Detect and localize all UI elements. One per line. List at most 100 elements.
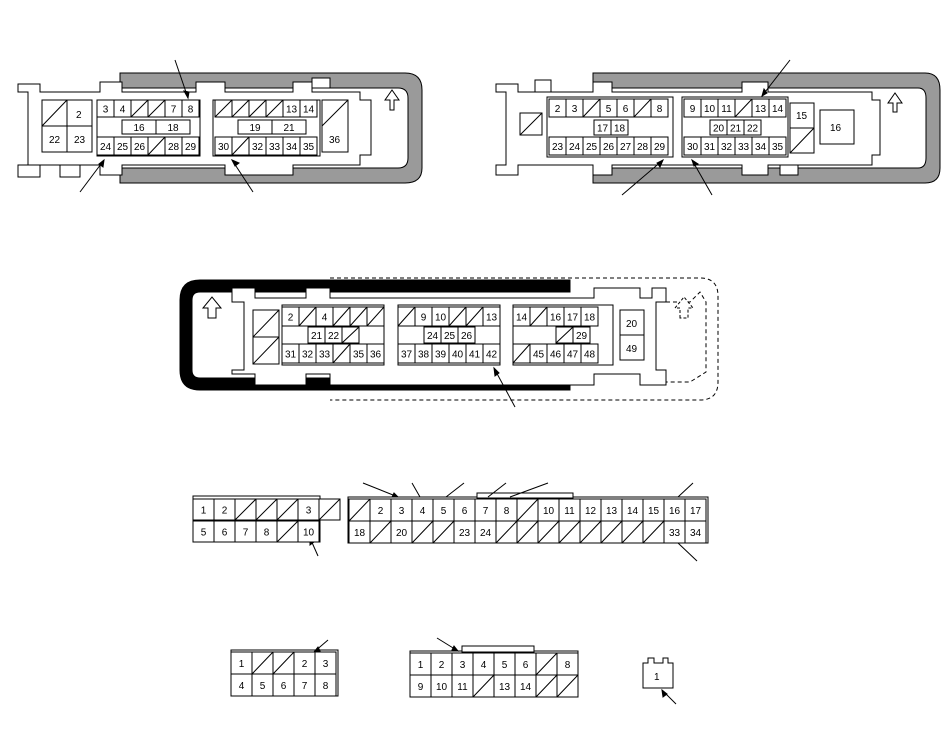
pin-label: 22 bbox=[49, 135, 61, 146]
empty-cavity-mark bbox=[265, 99, 284, 118]
pin-label: 35 bbox=[353, 350, 365, 361]
pin-label: 42 bbox=[486, 350, 498, 361]
pin-label: 7 bbox=[302, 681, 308, 692]
pin-label: 6 bbox=[623, 104, 629, 115]
pin-label: 2 bbox=[439, 660, 445, 671]
empty-cavity-mark bbox=[318, 498, 341, 521]
pin-label: 47 bbox=[567, 350, 579, 361]
empty-cavity-mark bbox=[349, 306, 368, 327]
pin-label: 24 bbox=[480, 528, 492, 539]
pin-label: 1 bbox=[239, 659, 245, 670]
pin-label: 20 bbox=[626, 319, 638, 330]
pin-label: 17 bbox=[690, 506, 702, 517]
pin-label: 5 bbox=[260, 681, 266, 692]
pin-label: 22 bbox=[328, 331, 340, 342]
pin-label: 8 bbox=[657, 104, 663, 115]
pin-label: 10 bbox=[435, 313, 447, 324]
empty-cavity-mark bbox=[341, 326, 360, 344]
pin-label: 2 bbox=[76, 110, 82, 121]
empty-cavity-mark bbox=[465, 306, 484, 327]
pin-label: 4 bbox=[322, 313, 328, 324]
pin-label: 23 bbox=[459, 528, 471, 539]
pin-cavity bbox=[314, 673, 337, 697]
pin-label: 33 bbox=[669, 528, 681, 539]
pin-label: 6 bbox=[523, 660, 529, 671]
pin-label: 13 bbox=[499, 682, 511, 693]
pin-label: 16 bbox=[830, 123, 842, 134]
pin-label: 19 bbox=[249, 123, 261, 134]
empty-cavity-mark bbox=[298, 306, 317, 327]
pin-label: 22 bbox=[747, 124, 759, 135]
pin-label: 23 bbox=[74, 135, 86, 146]
empty-cavity-mark bbox=[734, 98, 753, 118]
empty-cavity-mark bbox=[231, 99, 250, 118]
pin-label: 14 bbox=[520, 682, 532, 693]
empty-cavity-mark bbox=[516, 520, 539, 544]
pin-label: 2 bbox=[302, 659, 308, 670]
pin-label: 26 bbox=[461, 331, 473, 342]
pin-label: 45 bbox=[533, 350, 545, 361]
pin-cavity bbox=[299, 136, 318, 156]
connector-a bbox=[17, 59, 423, 193]
empty-cavity-mark bbox=[366, 306, 385, 327]
pin-label: 15 bbox=[648, 506, 660, 517]
empty-cavity-mark bbox=[411, 520, 434, 544]
pin-cavity bbox=[768, 136, 787, 156]
pin-label: 7 bbox=[483, 506, 489, 517]
pin-cavity bbox=[650, 98, 669, 118]
empty-cavity-mark bbox=[432, 520, 455, 544]
pin-label: 34 bbox=[755, 142, 767, 153]
pin-label: 23 bbox=[552, 142, 564, 153]
pin-label: 15 bbox=[796, 111, 808, 122]
pin-cavity bbox=[650, 136, 669, 156]
empty-cavity-mark bbox=[555, 326, 574, 344]
pin-label: 5 bbox=[441, 506, 447, 517]
pin-label: 25 bbox=[586, 142, 598, 153]
empty-cavity-mark bbox=[633, 98, 652, 118]
pin-label: 3 bbox=[572, 104, 578, 115]
pin-cavity bbox=[482, 306, 501, 327]
pin-label: 48 bbox=[584, 350, 596, 361]
pin-label: 29 bbox=[576, 331, 588, 342]
empty-cavity-mark bbox=[579, 520, 602, 544]
pin-label: 41 bbox=[469, 350, 481, 361]
empty-cavity-mark bbox=[448, 306, 467, 327]
empty-cavity-mark bbox=[535, 674, 558, 698]
pin-label: 25 bbox=[117, 142, 129, 153]
empty-cavity-mark bbox=[537, 520, 560, 544]
pin-label: 37 bbox=[401, 350, 413, 361]
pin-label: 12 bbox=[585, 506, 597, 517]
empty-cavity-mark bbox=[130, 99, 149, 118]
pin-label: 18 bbox=[354, 528, 366, 539]
empty-cavity-mark bbox=[397, 306, 416, 327]
pin-label: 32 bbox=[721, 142, 733, 153]
pin-label: 33 bbox=[738, 142, 750, 153]
pin-label: 2 bbox=[555, 104, 561, 115]
empty-cavity-mark bbox=[472, 674, 495, 698]
pin-label: 9 bbox=[690, 104, 696, 115]
pin-label: 13 bbox=[755, 104, 767, 115]
pin-cavity bbox=[768, 98, 787, 118]
pin-label: 13 bbox=[606, 506, 618, 517]
pin-label: 10 bbox=[436, 682, 448, 693]
pin-label: 26 bbox=[134, 142, 146, 153]
pin-label: 28 bbox=[168, 142, 180, 153]
pin-cavity bbox=[580, 343, 599, 364]
pin-label: 10 bbox=[303, 528, 315, 539]
pin-label: 34 bbox=[690, 528, 702, 539]
pin-label: 20 bbox=[713, 124, 725, 135]
pin-label: 3 bbox=[103, 105, 109, 116]
pin-label: 6 bbox=[462, 506, 468, 517]
empty-cavity-mark bbox=[214, 99, 233, 118]
pin-label: 35 bbox=[303, 142, 315, 153]
pin-label: 8 bbox=[188, 105, 194, 116]
pin-label: 36 bbox=[329, 135, 341, 146]
pin-label: 4 bbox=[120, 105, 126, 116]
pin-label: 18 bbox=[614, 124, 626, 135]
pin-label: 4 bbox=[239, 681, 245, 692]
